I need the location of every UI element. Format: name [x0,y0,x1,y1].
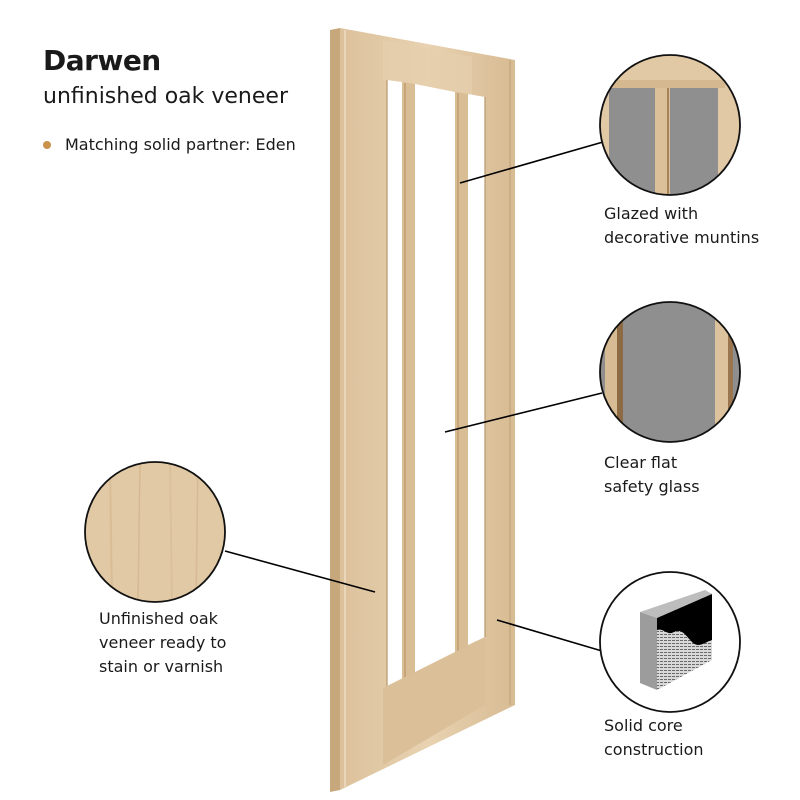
caption-line: Clear flat [604,453,678,472]
caption-glazed: Glazed with decorative muntins [604,202,759,250]
door [330,28,515,792]
leader-line-core [496,619,603,652]
caption-line: veneer ready to [99,633,227,652]
bullet-text: Matching solid partner: Eden [65,135,296,154]
caption-line: Solid core [604,716,683,735]
caption-line: construction [604,740,704,759]
glazed-muntins-detail-icon [599,54,741,196]
product-title: Darwen [43,44,161,77]
leader-line-glazed [459,141,604,184]
bullet-matching-partner: Matching solid partner: Eden [43,133,325,157]
caption-glass: Clear flat safety glass [604,451,700,499]
oak-veneer-swatch-icon [84,461,226,603]
clear-glass-detail-icon [599,301,741,443]
caption-line: Unfinished oak [99,609,218,628]
caption-line: decorative muntins [604,228,760,247]
solid-core-cross-section-icon [599,571,741,713]
caption-line: stain or varnish [99,657,224,676]
caption-line: safety glass [604,477,700,496]
caption-line: Glazed with [604,204,699,223]
leader-line-glass [444,392,603,433]
caption-core: Solid core construction [604,714,704,762]
product-finish: unfinished oak veneer [43,84,288,109]
leader-line-veneer [224,550,376,593]
bullet-dot-icon [43,141,51,149]
caption-veneer: Unfinished oak veneer ready to stain or … [99,607,226,679]
